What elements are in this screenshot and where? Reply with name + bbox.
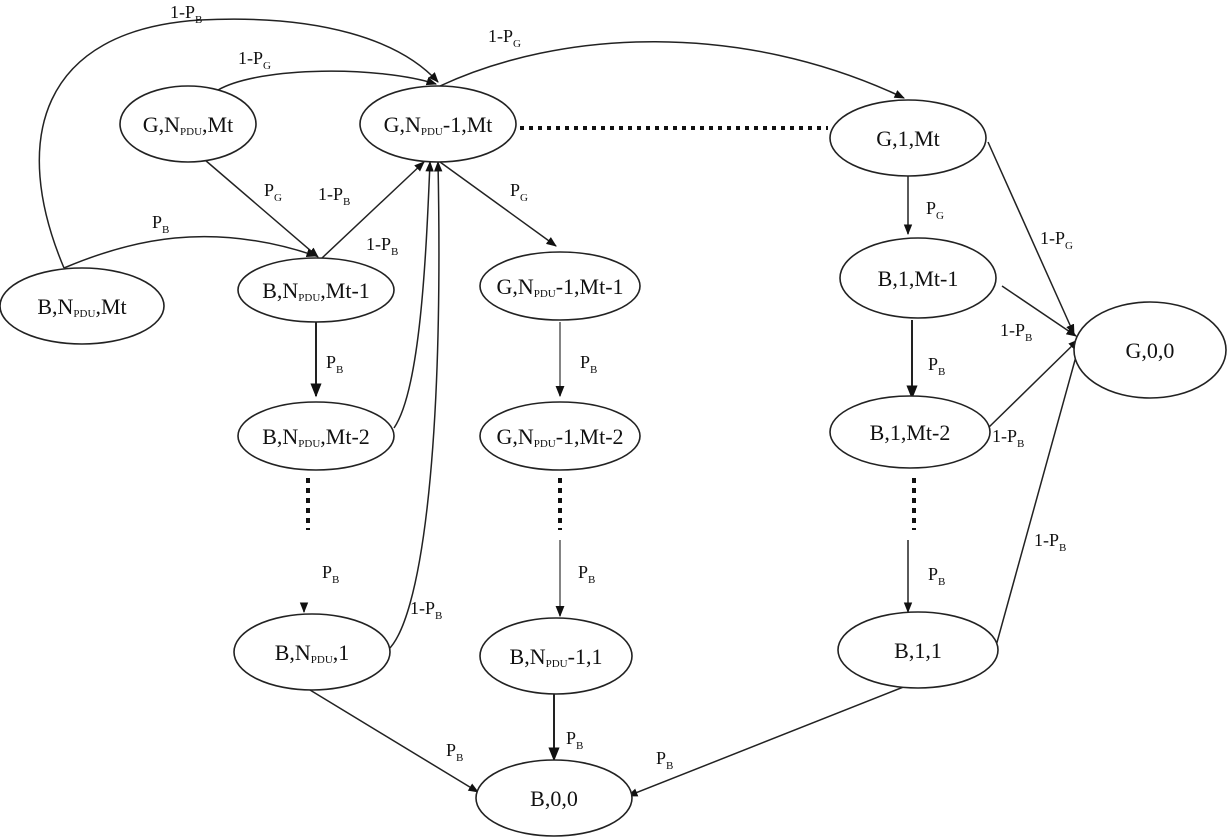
label-mid-chain-pb1: PB [580,352,597,376]
node-b-1-1: B,1,1 [837,611,999,689]
node-g-npdu-mt: G,NPDU,Mt [119,85,257,163]
edge-b11-to-g00 [995,340,1082,647]
nodes: G,NPDU,Mt G,NPDU-1,Mt G,1,Mt B,NPDU,Mt B… [0,85,1227,837]
edge-gnpdumt-to-gnpdu1mt [217,70,437,91]
label-r-bmt2-1-pb: 1-PB [992,426,1024,450]
node-g-npdu1-mt1: G,NPDU-1,Mt-1 [479,251,641,321]
label-bmt2-up-1-pb: 1-PB [366,234,398,258]
svg-text:B,NPDU,Mt: B,NPDU,Mt [37,294,126,320]
node-b-npdu-1: B,NPDU,1 [233,613,391,691]
label-mid-chain-pb2: PB [578,562,595,586]
node-b-1-mt1: B,1,Mt-1 [839,237,997,319]
node-b-npdu-mt: B,NPDU,Mt [0,267,165,345]
label-r-b11-1-pb: 1-PB [1034,530,1066,554]
edge-gnpdumt-to-bnpdumt1 [204,159,319,258]
svg-text:B,NPDU,1: B,NPDU,1 [275,640,350,666]
label-left-to-b00-pb: PB [446,740,463,764]
node-g-npdu1-mt2: G,NPDU-1,Mt-2 [479,401,641,471]
edge-b1mt2-to-g00 [985,339,1079,431]
edge-labels: 1-PB 1-PG 1-PG PG 1-PB 1-PB PB PG PB PB … [152,2,1073,772]
label-r-1-pg: 1-PG [1040,228,1073,252]
edge-bnpdumt-to-bnpdumt1 [63,235,317,269]
label-left-chain-pb1: PB [326,352,343,376]
svg-text:B,NPDU,Mt-2: B,NPDU,Mt-2 [262,424,370,450]
node-g-0-0: G,0,0 [1073,301,1227,399]
edge-b1mt1-to-g00 [1001,285,1077,337]
label-top-1-pg: 1-PG [238,48,271,72]
edge-bnpdu1-to-b00 [309,689,479,793]
label-mid-chain-pb3: PB [566,728,583,752]
edges [38,18,1082,797]
edge-g1mt-to-g00 [987,141,1075,335]
label-r-pb2: PB [928,564,945,588]
edge-gnpdu1mt-to-gnpdu1mt1 [439,161,557,247]
node-b-npdu1-1: B,NPDU-1,1 [479,617,633,695]
node-b-0-0: B,0,0 [475,759,633,837]
label-g-to-b-pg: PG [264,180,282,204]
svg-text:G,NPDU-1,Mt-1: G,NPDU-1,Mt-1 [496,274,623,300]
svg-text:G,1,Mt: G,1,Mt [876,126,940,151]
svg-text:G,NPDU-1,Mt-2: G,NPDU-1,Mt-2 [496,424,623,450]
label-r-bmt1-1-pb: 1-PB [1000,320,1032,344]
svg-text:G,0,0: G,0,0 [1126,338,1175,363]
svg-text:B,NPDU,Mt-1: B,NPDU,Mt-1 [262,278,370,304]
label-right-to-b00-pb: PB [656,748,673,772]
svg-text:B,1,Mt-1: B,1,Mt-1 [878,266,959,291]
node-b-npdu-mt1: B,NPDU,Mt-1 [237,257,395,323]
edge-b11-to-b00 [627,685,907,797]
label-bmt1-up-1-pb: 1-PB [318,184,350,208]
svg-text:B,0,0: B,0,0 [530,786,578,811]
svg-text:B,NPDU-1,1: B,NPDU-1,1 [510,644,603,670]
label-bmt-to-bmt1-pb: PB [152,212,169,236]
label-right-pg: PG [926,198,944,222]
label-right-1-pg: 1-PG [488,26,521,50]
label-left-chain-pb2: PB [322,562,339,586]
edge-bnpdumt1-to-gnpdu1mt [321,161,425,259]
edge-gnpdu1mt-to-g1mt [439,41,905,99]
node-b-npdu-mt2: B,NPDU,Mt-2 [237,401,395,471]
node-b-1-mt2: B,1,Mt-2 [829,395,991,469]
edge-bnpdumt2-to-gnpdu1mt [393,160,434,429]
svg-text:B,1,1: B,1,1 [894,638,942,663]
label-mid-pg: PG [510,180,528,204]
svg-text:G,NPDU,Mt: G,NPDU,Mt [143,112,233,138]
label-b1-up-1-pb: 1-PB [410,598,442,622]
svg-text:G,NPDU-1,Mt: G,NPDU-1,Mt [384,112,493,138]
svg-text:B,1,Mt-2: B,1,Mt-2 [870,420,951,445]
label-top-1-pb: 1-PB [170,2,202,26]
node-g-npdu1-mt: G,NPDU-1,Mt [359,85,517,163]
node-g-1-mt: G,1,Mt [829,99,987,177]
edge-bnpdu1-to-gnpdu1mt [387,160,443,651]
label-r-pb1: PB [928,354,945,378]
edge-bnpdumt-to-gnpdu1mt [38,18,439,269]
